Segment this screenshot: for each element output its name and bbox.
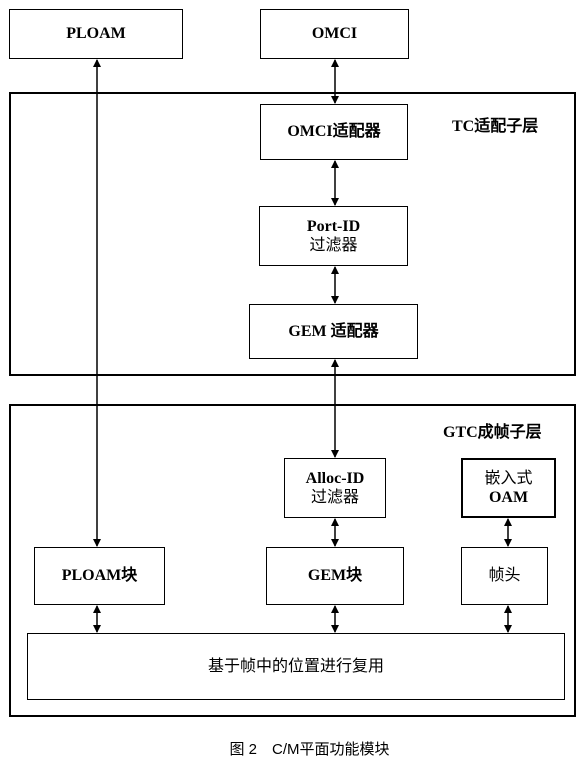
omci-adapter-box: OMCI适配器: [260, 104, 408, 160]
portid-filter-line2: 过滤器: [309, 237, 358, 254]
frame-header-label: 帧头: [488, 567, 521, 585]
gem-adapter-box: GEM 适配器: [249, 304, 418, 359]
portid-filter-line1: Port-ID: [306, 217, 361, 235]
embedded-oam-line1: 嵌入式: [484, 469, 533, 487]
omci-label: OMCI: [311, 25, 358, 43]
position-mux-box: 基于帧中的位置进行复用: [27, 633, 565, 700]
embedded-oam-line2: OAM: [488, 489, 529, 506]
gtc-framing-layer: [9, 404, 576, 717]
omci-box: OMCI: [260, 9, 409, 59]
gem-adapter-label: GEM 适配器: [288, 322, 379, 340]
frame-header-box: 帧头: [461, 547, 548, 605]
ploam-box: PLOAM: [9, 9, 183, 59]
ploam-block-box: PLOAM块: [34, 547, 165, 605]
position-mux-label: 基于帧中的位置进行复用: [207, 657, 384, 675]
gtc-layer-label: GTC成帧子层: [443, 424, 542, 441]
allocid-filter-line1: Alloc-ID: [305, 469, 365, 487]
tc-adaptation-layer: [9, 92, 576, 376]
ploam-block-label: PLOAM块: [61, 567, 138, 585]
embedded-oam-box: 嵌入式 OAM: [461, 458, 556, 518]
figure-caption-text: 图 2 C/M平面功能模块: [229, 741, 390, 758]
ploam-label: PLOAM: [66, 25, 126, 43]
gem-block-label: GEM块: [307, 567, 363, 585]
omci-adapter-label: OMCI适配器: [287, 123, 381, 141]
portid-filter-box: Port-ID 过滤器: [259, 206, 408, 266]
tc-layer-label: TC适配子层: [452, 118, 539, 135]
gem-block-box: GEM块: [266, 547, 404, 605]
allocid-filter-box: Alloc-ID 过滤器: [284, 458, 386, 518]
figure-caption: 图 2 C/M平面功能模块: [0, 738, 585, 759]
allocid-filter-line2: 过滤器: [310, 489, 359, 506]
